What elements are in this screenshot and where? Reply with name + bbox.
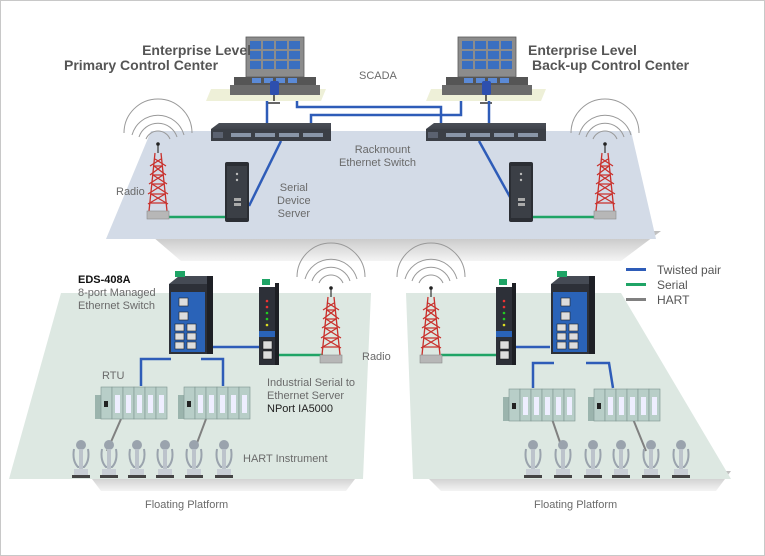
rtu-label: RTU xyxy=(102,370,125,382)
nport-label-block: Industrial Serial to Ethernet Server NPo… xyxy=(267,377,355,416)
switch-to-serial-server-link-left xyxy=(247,140,283,207)
scada-label: SCADA xyxy=(359,70,397,82)
backup-center-subtitle: Back-up Control Center xyxy=(532,58,689,73)
rtu-right-1-icon xyxy=(502,388,576,422)
legend: Twisted pair Serial HART xyxy=(626,262,721,307)
hart-swatch xyxy=(626,298,646,301)
rackmount-line1: Rackmount xyxy=(354,144,411,156)
radio-label-top: Radio xyxy=(116,186,145,198)
nport-model-label: NPort IA5000 xyxy=(267,403,334,415)
primary-center-line2: Primary Control Center xyxy=(64,57,219,73)
legend-item-serial: Serial xyxy=(626,277,721,292)
legend-label: Twisted pair xyxy=(657,262,722,277)
primary-center-line1: Enterprise Level xyxy=(142,42,251,58)
primary-to-backup-switch-link xyxy=(295,101,443,124)
rackmount-ethernet-switch-right-icon xyxy=(426,123,546,141)
legend-item-twisted-pair: Twisted pair xyxy=(626,262,721,277)
rackmount-ethernet-switch-left-icon xyxy=(211,123,331,141)
eds-to-rtu-left-link xyxy=(139,357,171,386)
rtu-right-2-icon xyxy=(587,388,661,422)
legend-label: Serial xyxy=(657,277,688,292)
serial-server-line2: Device xyxy=(277,195,311,207)
primary-center-title: Enterprise Level xyxy=(113,43,251,58)
twisted-pair-swatch xyxy=(626,268,646,271)
backup-control-console-icon xyxy=(441,36,533,104)
serial-device-server-right-icon xyxy=(509,162,533,222)
backup-center-title: Enterprise Level xyxy=(528,43,637,58)
serial-server-line1: Serial xyxy=(279,182,308,194)
rackmount-line2: Ethernet Switch xyxy=(339,157,417,169)
eds-to-rtu-right-link-right xyxy=(586,361,615,389)
eds-to-rtu-right-link xyxy=(201,357,225,386)
serial-server-line3: Server xyxy=(277,208,311,220)
backup-center-line2: Back-up Control Center xyxy=(532,57,690,73)
hart-instrument-label: HART Instrument xyxy=(243,453,328,465)
eds-model-label: EDS-408A xyxy=(78,274,131,286)
radio-label-middle: Radio xyxy=(362,351,391,363)
eds-408a-switch-left-icon xyxy=(168,270,214,355)
eds-to-rtu-left-link-right xyxy=(531,361,554,388)
left-platform-links xyxy=(106,345,323,452)
nport-ia5000-left-icon xyxy=(258,278,280,366)
nport-line1: Industrial Serial to xyxy=(267,377,356,389)
legend-item-hart: HART xyxy=(626,292,721,307)
rtu-left-2-icon xyxy=(177,386,251,420)
eds-label-block: EDS-408A 8-port Managed Ethernet Switch xyxy=(78,274,156,313)
nport-line2: Ethernet Server xyxy=(267,390,345,402)
backup-to-primary-switch-link xyxy=(309,101,463,124)
backup-center-line1: Enterprise Level xyxy=(528,42,637,58)
nport-ia5000-right-icon xyxy=(495,278,517,366)
serial-swatch xyxy=(626,283,646,286)
right-platform-links xyxy=(441,345,647,452)
right-floating-platform xyxy=(406,293,731,479)
rtu-left-1-icon xyxy=(94,386,168,420)
right-platform-label: Floating Platform xyxy=(534,499,618,511)
legend-label: HART xyxy=(657,292,690,307)
primary-center-subtitle: Primary Control Center xyxy=(64,58,218,73)
eds-desc-line1: 8-port Managed xyxy=(78,287,156,299)
left-platform-label: Floating Platform xyxy=(145,499,229,511)
left-floating-platform xyxy=(9,293,371,479)
serial-device-server-label: Serial Device Server xyxy=(277,182,311,221)
eds-408a-switch-right-icon xyxy=(550,270,596,355)
eds-desc-line2: Ethernet Switch xyxy=(78,300,156,312)
rtu-right-hart-link-right xyxy=(632,418,647,452)
serial-device-server-left-icon xyxy=(225,162,249,222)
rackmount-switch-label: Rackmount Ethernet Switch xyxy=(339,144,416,170)
